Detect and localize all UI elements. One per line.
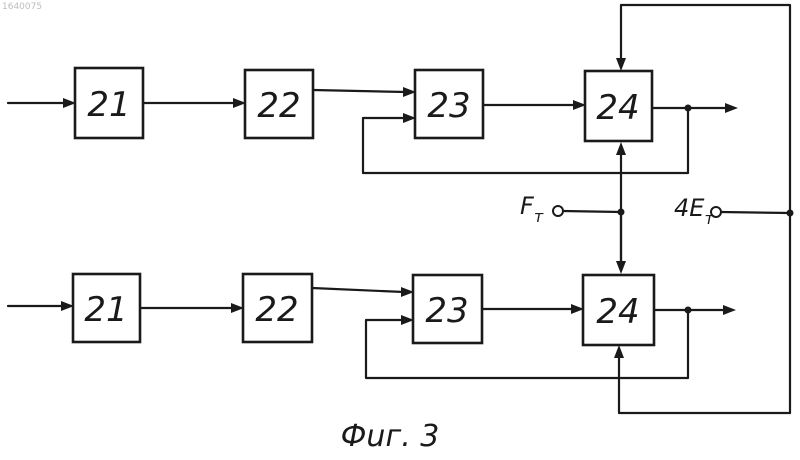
lower-block-21-label: 21	[84, 290, 127, 330]
upper-block-23-label: 23	[427, 86, 470, 126]
lower-output-arrow	[723, 305, 736, 315]
clock-signal: Fт	[520, 142, 626, 274]
lower-block-22-label: 22	[255, 290, 298, 330]
upper-block-21-label: 21	[87, 85, 130, 125]
lower-22-to-23-line	[312, 288, 404, 292]
upper-output-junction	[685, 105, 692, 112]
clock-to-upper-24-arrow	[616, 142, 626, 155]
clock-to-lower-24-arrow	[616, 261, 626, 274]
lower-output-junction	[685, 307, 692, 314]
figure-caption: Фuг. 3	[341, 419, 440, 454]
clock-junction	[618, 209, 625, 216]
clock-signal-label: Fт	[520, 192, 544, 226]
upper-output-arrow	[725, 103, 738, 113]
lower-block-23-label: 23	[425, 291, 468, 331]
clock-label-main: F	[520, 192, 535, 220]
phase-to-upper-24-arrow	[616, 58, 626, 71]
phase-signal-label: 4Eт	[674, 194, 714, 228]
lower-block-24-label: 24	[596, 292, 639, 332]
phase-signal: 4Eт	[614, 5, 794, 413]
phase-label-subscript: т	[704, 209, 714, 228]
phase-input-line	[721, 212, 790, 213]
phase-to-lower-24-arrow	[614, 345, 624, 358]
phase-lower-line	[619, 355, 790, 413]
clock-input-terminal	[553, 206, 563, 216]
phase-label-main: 4E	[674, 194, 705, 222]
upper-block-22-label: 22	[257, 86, 300, 126]
upper-block-24-label: 24	[596, 88, 639, 128]
lower-channel: 21 22 23 24	[8, 274, 736, 378]
upper-channel: 21 22 23 24	[8, 68, 738, 173]
upper-22-to-23-line	[313, 90, 406, 92]
clock-input-line	[563, 211, 621, 212]
clock-label-subscript: т	[534, 207, 544, 226]
document-id: 1640075	[2, 2, 42, 12]
